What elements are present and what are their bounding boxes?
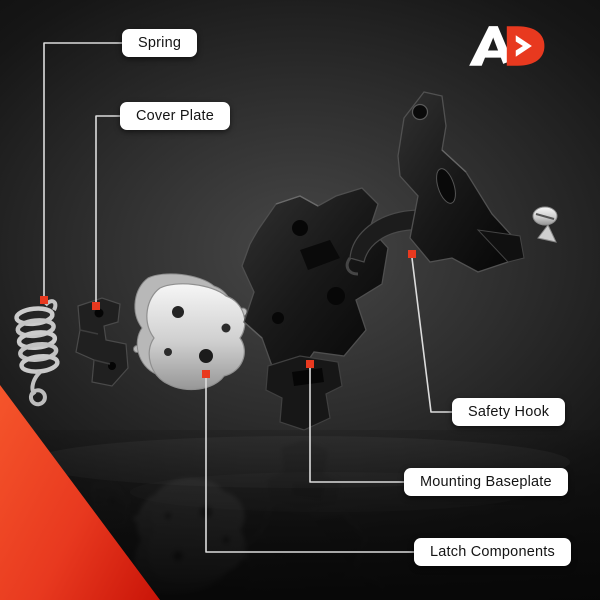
callout-label-cover-plate: Cover Plate xyxy=(120,102,230,130)
callout-label-text: Mounting Baseplate xyxy=(420,474,552,490)
brand-ap-monogram-icon xyxy=(469,26,545,66)
callout-label-safety-hook: Safety Hook xyxy=(452,398,566,426)
latch-body-part xyxy=(241,187,389,373)
screw-part xyxy=(532,206,558,243)
callout-label-text: Cover Plate xyxy=(136,108,214,124)
callout-label-text: Safety Hook xyxy=(468,404,550,420)
latch-plates-part xyxy=(134,273,246,391)
brand-logo xyxy=(462,20,548,77)
assembly-group xyxy=(14,91,558,431)
callout-label-text: Latch Components xyxy=(430,544,555,560)
callout-label-text: Spring xyxy=(138,35,182,51)
upper-bracket-part xyxy=(397,91,525,273)
baseplate-part xyxy=(265,355,343,431)
callout-label-spring: Spring xyxy=(122,29,198,57)
callout-label-mounting-baseplate: Mounting Baseplate xyxy=(404,468,568,496)
cover-plate-part xyxy=(75,297,129,387)
spring-part xyxy=(14,299,60,407)
callout-label-latch-components: Latch Components xyxy=(414,538,571,566)
